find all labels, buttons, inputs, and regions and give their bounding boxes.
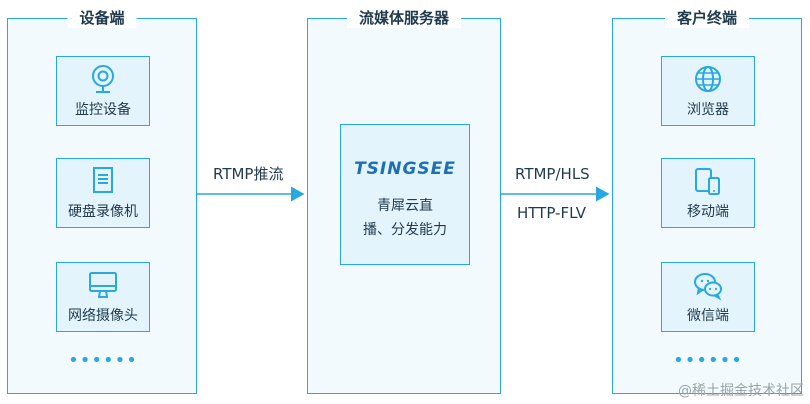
client-column: 客户终端 浏览器 移动端 微信端 •••••• — [612, 8, 802, 394]
device-card-label: 硬盘录像机 — [68, 204, 138, 220]
server-column-title: 流媒体服务器 — [346, 8, 462, 28]
brand-description-line2: 播、分发能力 — [363, 222, 447, 238]
device-card-label: 网络摄像头 — [68, 308, 138, 324]
client-card-mobile: 移动端 — [661, 158, 755, 228]
client-card-browser: 浏览器 — [661, 56, 755, 126]
mobile-icon — [695, 168, 720, 195]
brand-description-line1: 青犀云直 — [377, 198, 433, 214]
device-column-title: 设备端 — [67, 8, 137, 28]
device-card-surveillance: 监控设备 — [56, 56, 150, 126]
client-ellipsis: •••••• — [673, 350, 743, 371]
globe-icon — [695, 66, 721, 92]
client-card-label: 浏览器 — [687, 102, 729, 118]
webcam-icon — [92, 65, 114, 93]
device-card-ipcam: 网络摄像头 — [56, 262, 150, 332]
client-column-title: 客户终端 — [664, 8, 750, 28]
arrow-label-protocols-1: RTMP/HLS — [515, 165, 590, 183]
device-ellipsis: •••••• — [68, 350, 138, 371]
device-card-dvr: 硬盘录像机 — [56, 158, 150, 228]
client-card-wechat: 微信端 — [661, 262, 755, 332]
brand-box: TSINGSEE 青犀云直 播、分发能力 — [340, 124, 470, 265]
monitor-icon — [89, 272, 117, 298]
client-card-label: 移动端 — [687, 204, 729, 220]
watermark: @稀土掘金技术社区 — [678, 383, 804, 399]
dvr-icon — [93, 167, 113, 193]
tsingsee-logo: TSINGSEE — [354, 159, 456, 179]
client-card-label: 微信端 — [687, 308, 729, 324]
device-column: 设备端 监控设备 硬盘录像机 网络摄像头 •••••• — [7, 8, 197, 394]
arrow-label-push: RTMP推流 — [213, 165, 284, 183]
arrow-label-protocols-2: HTTP-FLV — [517, 204, 587, 222]
wechat-icon — [694, 273, 722, 301]
device-card-label: 监控设备 — [75, 102, 131, 118]
